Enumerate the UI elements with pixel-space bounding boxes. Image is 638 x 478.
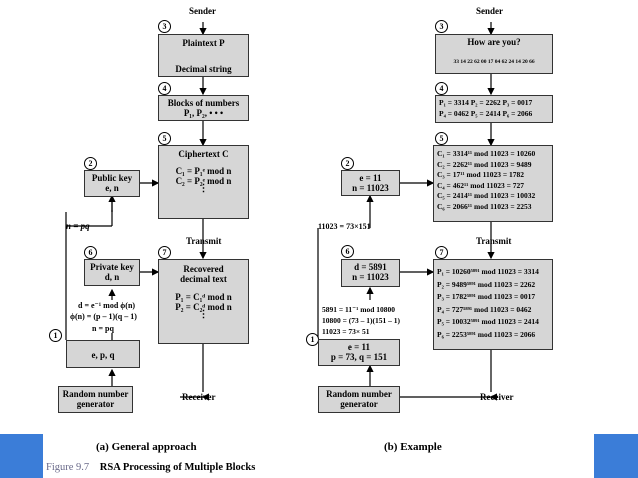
rng-label2-b: generator bbox=[340, 399, 378, 409]
plain-row-b: P₃ = 1782⁵⁸⁹¹ mod 11023 = 0017 bbox=[437, 292, 536, 301]
rng-box-b: Random number generator bbox=[318, 386, 400, 413]
calc3-label-b: 11023 = 73× 51 bbox=[322, 327, 370, 336]
figure-label: Figure 9.7 bbox=[46, 462, 90, 473]
step-1-marker-a: 1 bbox=[49, 329, 62, 342]
rng-label1-b: Random number bbox=[326, 389, 392, 399]
blocks-sub-a: P₁, P₂, • • • bbox=[183, 108, 224, 118]
n-eq-label-a: n = pq bbox=[92, 324, 114, 333]
public-key-box-b: e = 11 n = 11023 bbox=[341, 170, 400, 196]
blocks-label-a: Blocks of numbers bbox=[167, 98, 240, 108]
transmit-label-b: Transmit bbox=[476, 236, 512, 246]
step-3-marker-b: 3 bbox=[435, 20, 448, 33]
private-key-sub-a: d, n bbox=[104, 272, 120, 282]
public-key-sub-a: e, n bbox=[105, 183, 119, 193]
recovered-box-a: Recovered decimal text P₁ = C₁ᵈ mod n P₂… bbox=[158, 259, 249, 344]
public-key-e-b: e = 11 bbox=[359, 173, 382, 183]
blocks-row1-b: P₁ = 3314 P₂ = 2262 P₃ = 0017 bbox=[439, 98, 533, 107]
plain-box-b: P₁ = 10260⁵⁸⁹¹ mod 11023 = 3314 P₂ = 948… bbox=[433, 259, 553, 350]
figure-title: RSA Processing of Multiple Blocks bbox=[99, 462, 256, 473]
cipher-row-b: C₃ = 17¹¹ mod 11023 = 1782 bbox=[437, 170, 524, 179]
step-4-marker-a: 4 bbox=[158, 82, 171, 95]
plain-eq-1-a: P₁ = C₁ᵈ mod n bbox=[175, 292, 232, 302]
plain-row-b: P₁ = 10260⁵⁸⁹¹ mod 11023 = 3314 bbox=[437, 267, 539, 276]
corner-accent-right bbox=[594, 434, 638, 478]
receiver-label-b: Receiver bbox=[480, 392, 514, 402]
rng-box-a: Random number generator bbox=[58, 386, 133, 413]
keygen-e-b: e = 11 bbox=[347, 342, 371, 352]
private-key-box-a: Private key d, n bbox=[84, 259, 140, 286]
cipher-box-b: C₁ = 3314¹¹ mod 11023 = 10260 C₂ = 2262¹… bbox=[433, 145, 553, 222]
recovered-label2-a: decimal text bbox=[180, 274, 227, 284]
rng-label2-a: generator bbox=[76, 399, 115, 409]
epq-box-a: e, p, q bbox=[66, 340, 140, 368]
blocks-box-a: Blocks of numbers P₁, P₂, • • • bbox=[158, 95, 249, 121]
blocks-box-b: P₁ = 3314 P₂ = 2262 P₃ = 0017 P₄ = 0462 … bbox=[435, 95, 553, 123]
private-key-n-b: n = 11023 bbox=[352, 272, 389, 282]
cipher-row-b: C₄ = 462¹¹ mod 11023 = 727 bbox=[437, 180, 524, 190]
n-pq-label-a: n = pq bbox=[66, 221, 90, 231]
phi-eq-label-a: ϕ(n) = (p – 1)(q – 1) bbox=[70, 312, 137, 321]
plaintext-label-a: Plaintext P bbox=[182, 38, 225, 48]
caption-a: (a) General approach bbox=[96, 441, 197, 453]
sender-label-b: Sender bbox=[476, 6, 503, 16]
ciphertext-box-a: Ciphertext C C₁ = P₁ᵉ mod n C₂ = P₂ᵉ mod… bbox=[158, 145, 249, 219]
caption-b: (b) Example bbox=[384, 441, 442, 453]
sender-label-a: Sender bbox=[189, 6, 216, 16]
n-factor-label-b: 11023 = 73×151 bbox=[318, 222, 371, 231]
ciphertext-label-a: Ciphertext C bbox=[178, 149, 229, 159]
private-key-d-b: d = 5891 bbox=[354, 262, 387, 272]
plain-eq-2-a: P₂ = C₂ᵈ mod n bbox=[175, 302, 232, 312]
corner-accent-left bbox=[0, 434, 43, 478]
public-key-n-b: n = 11023 bbox=[352, 183, 389, 193]
cipher-row-b: C₁ = 3314¹¹ mod 11023 = 10260 bbox=[437, 149, 536, 158]
keygen-box-b: e = 11 p = 73, q = 151 bbox=[318, 339, 400, 366]
calc1-label-b: 5891 = 11⁻¹ mod 10800 bbox=[322, 305, 395, 314]
private-key-box-b: d = 5891 n = 11023 bbox=[341, 259, 400, 287]
step-3-marker-a: 3 bbox=[158, 20, 171, 33]
decimal-label-b: 33 14 22 62 00 17 04 62 24 14 20 66 bbox=[453, 59, 535, 65]
cipher-row-b: C₅ = 2414¹¹ mod 11023 = 10032 bbox=[437, 191, 536, 200]
keygen-pq-b: p = 73, q = 151 bbox=[330, 352, 388, 362]
d-eq-label-a: d = e⁻¹ mod ϕ(n) bbox=[78, 301, 136, 310]
step-4-marker-b: 4 bbox=[435, 82, 448, 95]
cipher-eq-2-a: C₂ = P₂ᵉ mod n bbox=[175, 176, 232, 186]
step-7-marker-b: 7 bbox=[435, 246, 448, 259]
cipher-row-b: C₆ = 2066¹¹ mod 11023 = 2253 bbox=[437, 201, 532, 211]
figure-caption: Figure 9.7 RSA Processing of Multiple Bl… bbox=[46, 462, 255, 473]
plaintext-label-b: How are you? bbox=[467, 37, 521, 47]
plain-row-b: P₄ = 727⁵⁸⁹¹ mod 11023 = 0462 bbox=[437, 304, 532, 314]
step-5-marker-a: 5 bbox=[158, 132, 171, 145]
plaintext-box-b: How are you? 33 14 22 62 00 17 04 62 24 … bbox=[435, 34, 553, 74]
step-6-marker-a: 6 bbox=[84, 246, 97, 259]
private-key-label-a: Private key bbox=[90, 262, 134, 272]
plain-row-b: P₅ = 10032⁵⁸⁹¹ mod 11023 = 2414 bbox=[437, 317, 539, 326]
step-5-marker-b: 5 bbox=[435, 132, 448, 145]
recovered-label-a: Recovered bbox=[183, 264, 224, 274]
step-2-marker-b: 2 bbox=[341, 157, 354, 170]
step-6-marker-b: 6 bbox=[341, 245, 354, 258]
blocks-row2-b: P₄ = 0462 P₅ = 2414 P₆ = 2066 bbox=[439, 108, 533, 118]
plaintext-box-a: Plaintext P Decimal string bbox=[158, 34, 249, 77]
plain-row-b: P₆ = 2253⁵⁸⁹¹ mod 11023 = 2066 bbox=[437, 329, 536, 339]
plain-row-b: P₂ = 9489⁵⁸⁹¹ mod 11023 = 2262 bbox=[437, 279, 536, 289]
transmit-label-a: Transmit bbox=[186, 236, 222, 246]
step-2-marker-a: 2 bbox=[84, 157, 97, 170]
public-key-label-a: Public key bbox=[91, 173, 133, 183]
decimal-string-label-a: Decimal string bbox=[175, 64, 232, 74]
receiver-label-a: Receiver bbox=[182, 392, 216, 402]
calc2-label-b: 10800 = (73 – 1)(151 – 1) bbox=[322, 316, 401, 325]
public-key-box-a: Public key e, n bbox=[84, 170, 140, 197]
cipher-eq-1-a: C₁ = P₁ᵉ mod n bbox=[175, 166, 232, 176]
rng-label1-a: Random number bbox=[62, 389, 129, 399]
cipher-row-b: C₂ = 2262¹¹ mod 11023 = 9489 bbox=[437, 159, 532, 169]
step-7-marker-a: 7 bbox=[158, 246, 171, 259]
